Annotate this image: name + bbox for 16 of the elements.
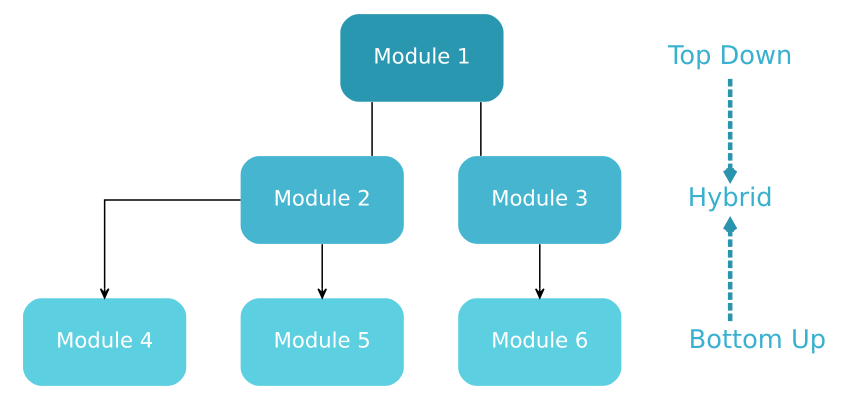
node-box: Module 3 (458, 156, 621, 244)
node-box: Module 4 (22, 298, 186, 386)
node-box: Module 6 (458, 298, 621, 386)
node-text: Bottom Up (688, 325, 826, 356)
connector (480, 102, 482, 156)
node-text: Top Down (668, 41, 792, 72)
node-box: Module 1 (340, 14, 504, 102)
arrow (99, 199, 240, 299)
node-box: Module 5 (240, 298, 404, 386)
arrow (534, 244, 544, 299)
connector (370, 102, 372, 156)
node-box: Module 2 (240, 156, 404, 244)
arrow (722, 78, 738, 182)
arrow (316, 244, 327, 299)
arrow (722, 218, 738, 322)
node-text: Hybrid (687, 183, 772, 214)
